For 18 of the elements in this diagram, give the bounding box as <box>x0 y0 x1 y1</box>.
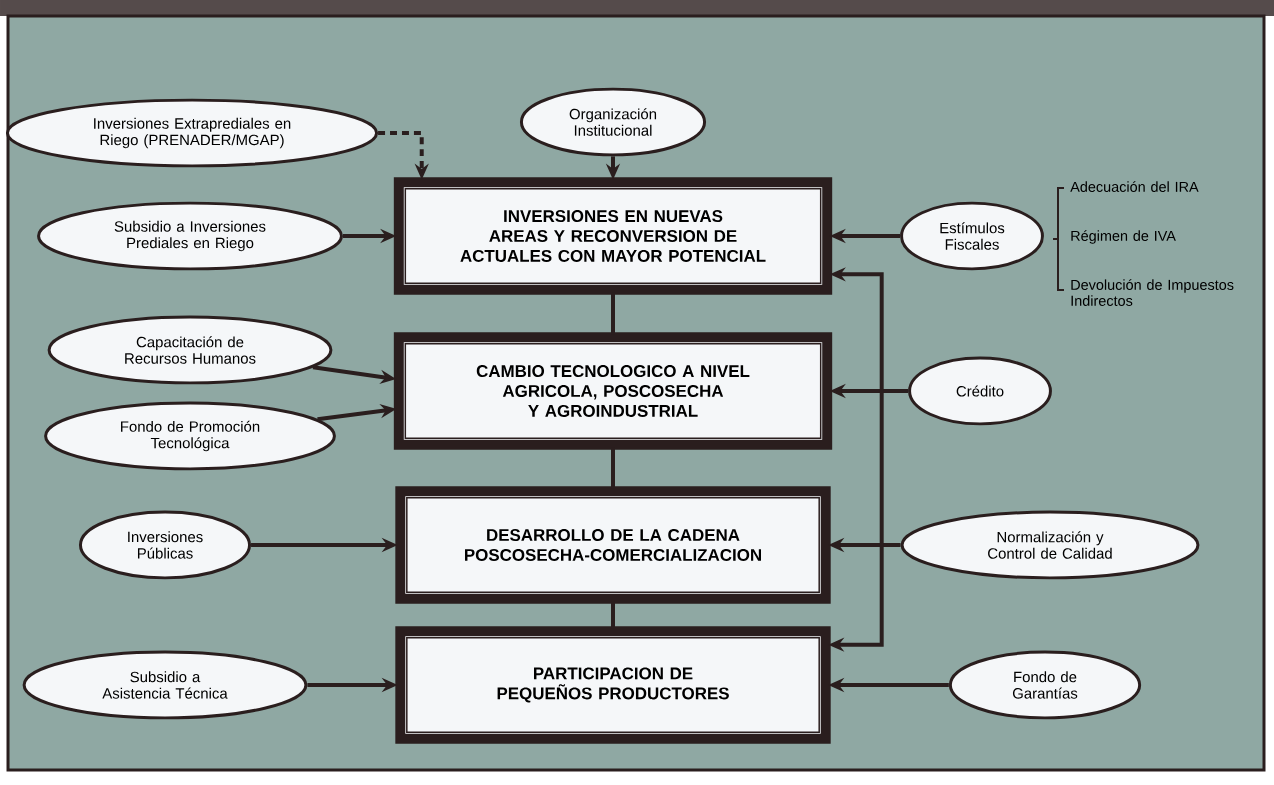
oval-node: Subsidio a Asistencia Técnica <box>22 650 308 720</box>
process-box: PARTICIPACION DE PEQUEÑOS PRODUCTORES <box>395 626 831 744</box>
oval-node: Inversiones Públicas <box>78 510 252 580</box>
oval-node: Organización Institucional <box>519 87 707 157</box>
process-box: DESARROLLO DE LA CADENA POSCOSECHA-COMERCIALIZACION <box>395 486 831 604</box>
oval-node: Capacitación de Recursos Humanos <box>47 315 333 385</box>
note-text: Adecuación del IRA <box>1070 181 1199 192</box>
note-text: Devolución de Impuestos Indirectos <box>1071 279 1234 306</box>
oval-node: Estímulos Fiscales <box>900 201 1044 271</box>
oval-node: Subsidio a Inversiones Prediales en Riego <box>37 201 343 271</box>
oval-node: Fondo de Promoción Tecnológica <box>44 401 336 471</box>
oval-node: Inversiones Extraprediales en Riego (PRENADER/MGAP) <box>5 98 379 168</box>
oval-node: Normalización y Control de Calidad <box>900 510 1200 580</box>
oval-node: Crédito <box>908 356 1052 426</box>
oval-node: Fondo de Garantías <box>948 650 1142 720</box>
process-box: INVERSIONES EN NUEVAS AREAS Y RECONVERSION DE ACTUALES CON MAYOR POTENCIAL <box>393 177 833 295</box>
note-text: Régimen de IVA <box>1071 230 1176 244</box>
process-box: CAMBIO TECNOLOGICO A NIVEL AGRICOLA, POSCOSECHA Y AGROINDUSTRIAL <box>393 332 833 450</box>
